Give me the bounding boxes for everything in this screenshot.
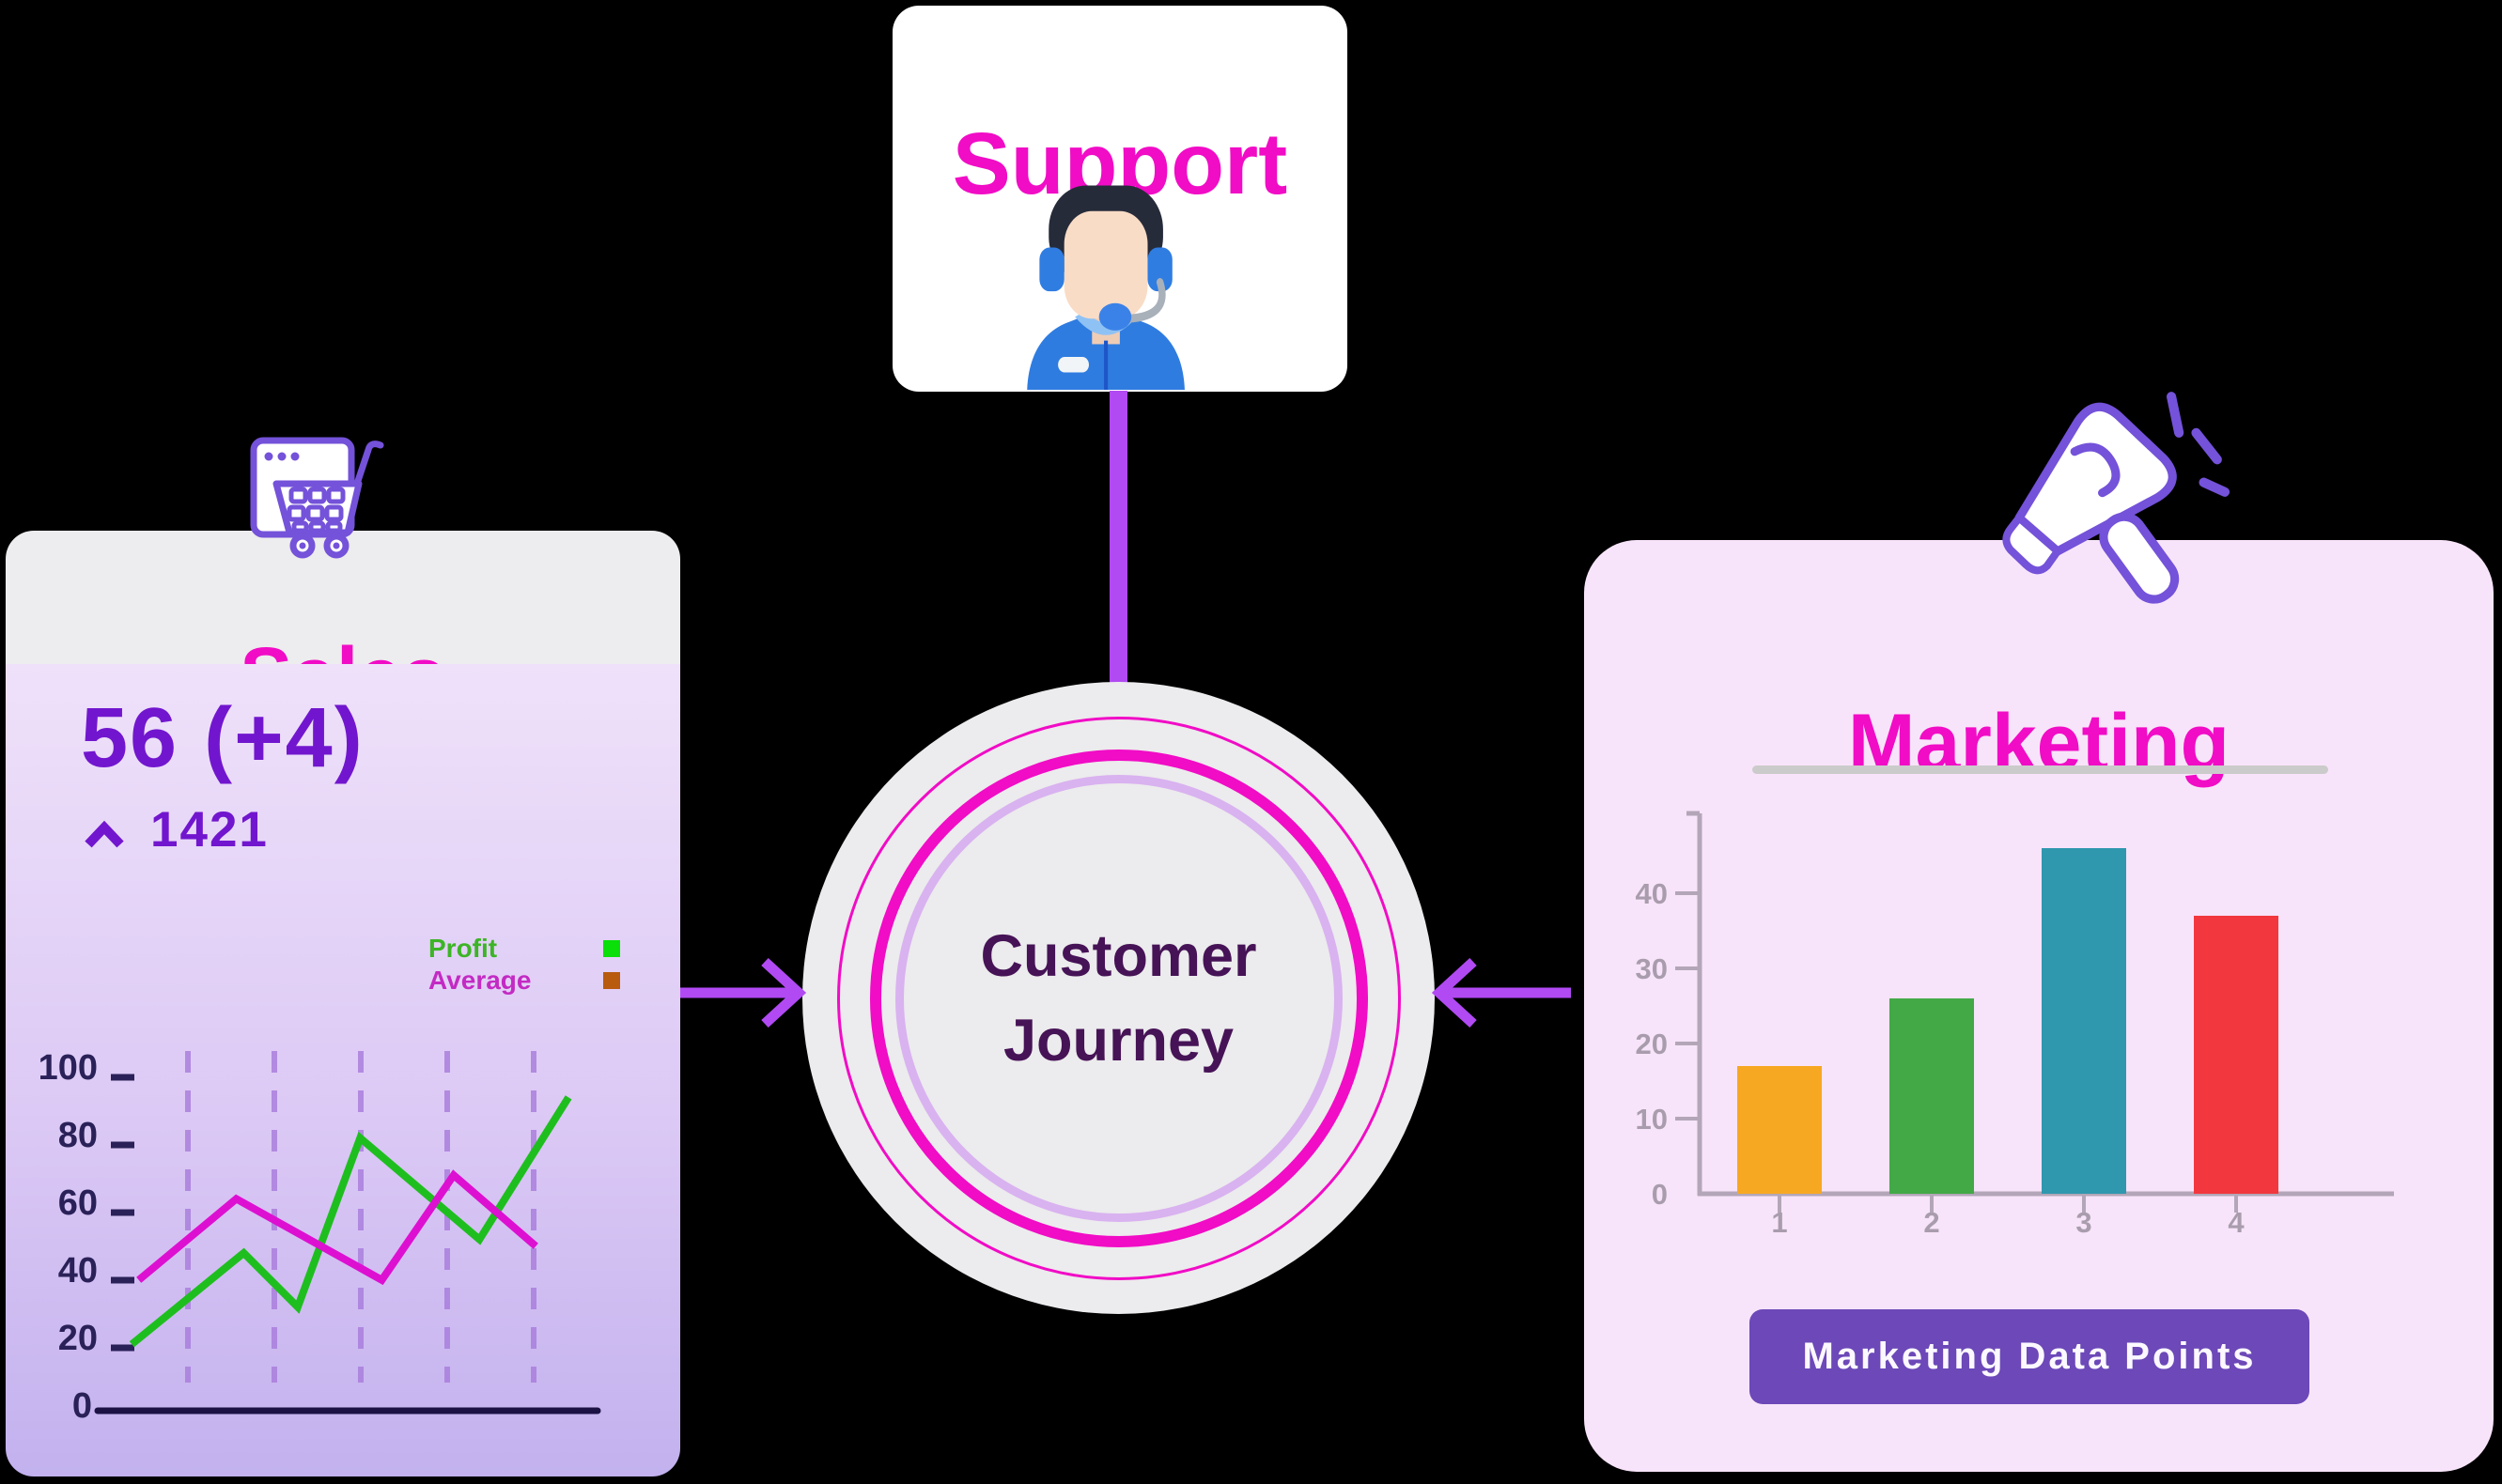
svg-text:40: 40 (1636, 877, 1668, 910)
marketing-button-label: Marketing Data Points (1802, 1336, 2257, 1377)
inner-lavender-ring (894, 774, 1343, 1222)
sales-panel: Sales 56 (+4) 1421 Profit Average 100806… (6, 531, 680, 1476)
legend-swatch-average (603, 972, 620, 989)
marketing-bar-chart: 0 10 20 30 40 1 2 3 4 (1636, 811, 2394, 1239)
sales-trend-row: 1421 (83, 801, 269, 858)
sales-line-chart: 100 80 60 40 20 0 (39, 1048, 601, 1426)
support-card: Support (893, 6, 1347, 392)
megaphone-icon (2002, 392, 2230, 604)
sales-to-journey-arrow (680, 957, 807, 1028)
svg-text:1: 1 (1771, 1206, 1787, 1239)
divider-line (1752, 765, 2328, 774)
svg-text:60: 60 (58, 1183, 98, 1223)
svg-text:30: 30 (1636, 952, 1668, 985)
svg-text:10: 10 (1636, 1103, 1668, 1136)
marketing-to-journey-arrow (1431, 957, 1571, 1028)
journey-label-line2: Journey (1002, 1007, 1235, 1074)
customer-journey-circle: Customer Journey (802, 682, 1435, 1314)
legend-label-profit: Profit (428, 934, 498, 963)
svg-text:100: 100 (39, 1048, 98, 1088)
legend-swatch-profit (603, 940, 620, 957)
svg-text:2: 2 (1923, 1206, 1939, 1239)
support-connector-line (1110, 391, 1127, 684)
sales-metric-value: 56 (+4) (81, 691, 365, 785)
legend-label-average: Average (428, 966, 532, 995)
svg-text:0: 0 (1652, 1178, 1668, 1211)
svg-text:80: 80 (58, 1116, 98, 1155)
marketing-title: Marketing (1847, 698, 2230, 789)
marketing-data-points-button[interactable]: Marketing Data Points (1749, 1309, 2309, 1404)
svg-text:0: 0 (72, 1386, 92, 1426)
svg-text:4: 4 (2228, 1206, 2245, 1239)
support-agent-icon (1027, 185, 1185, 390)
outer-thin-ring (836, 716, 1401, 1280)
svg-text:40: 40 (58, 1251, 98, 1291)
sales-body: 56 (+4) 1421 Profit Average 100 80 60 40 20 0 (6, 664, 680, 1476)
shopping-cart-icon (250, 437, 384, 559)
marketing-panel: Marketing 0 10 20 30 40 1 2 3 4 Marketing Data P… (1584, 540, 2494, 1472)
svg-text:20: 20 (58, 1319, 98, 1358)
journey-label-line1: Customer (980, 922, 1257, 989)
svg-text:20: 20 (1636, 1028, 1668, 1060)
caret-up-icon (85, 820, 124, 847)
customer-journey-label: Customer Journey (802, 682, 1435, 1314)
svg-text:3: 3 (2075, 1206, 2091, 1239)
sales-trend-value: 1421 (150, 802, 269, 858)
